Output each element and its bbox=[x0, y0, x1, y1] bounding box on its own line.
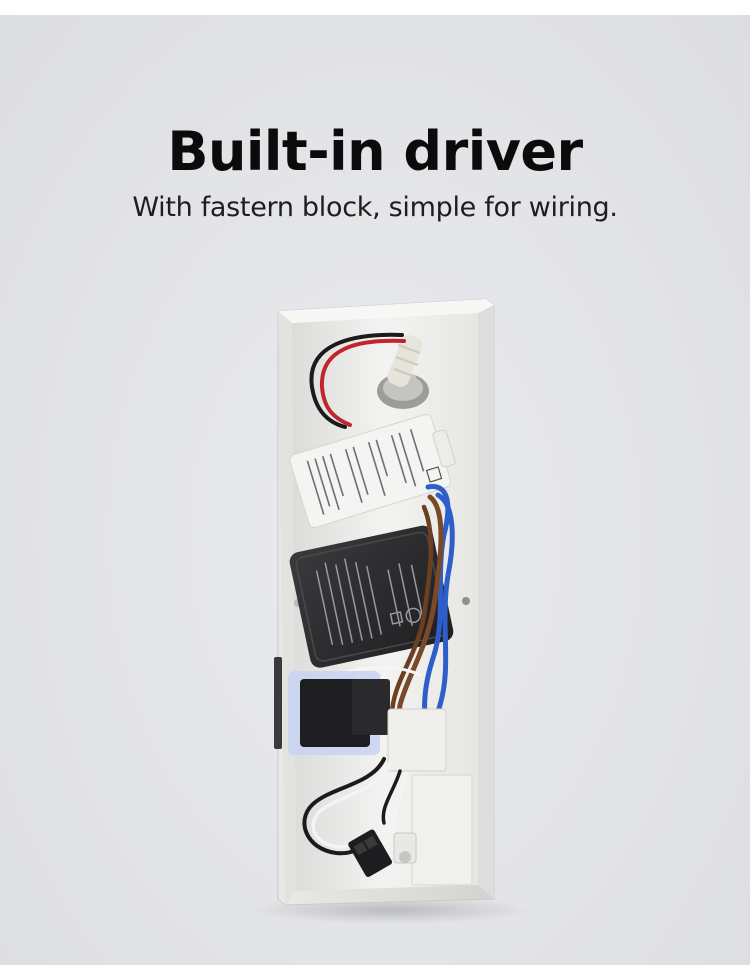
ground-screw bbox=[393, 832, 417, 864]
page-subtitle: With fastern block, simple for wiring. bbox=[132, 192, 618, 223]
ac-adapter bbox=[289, 525, 454, 668]
page-title: Built-in driver bbox=[167, 120, 583, 183]
led-driver bbox=[289, 413, 456, 528]
cable-gland bbox=[377, 335, 429, 409]
red-black-wires bbox=[309, 332, 406, 429]
product-banner: Built-in driver With fastern block, simp… bbox=[0, 15, 750, 965]
terminal-block bbox=[288, 671, 473, 886]
wire-connector bbox=[348, 829, 393, 877]
heading-block: Built-in driver With fastern block, simp… bbox=[0, 119, 750, 227]
product-photo bbox=[250, 298, 530, 924]
